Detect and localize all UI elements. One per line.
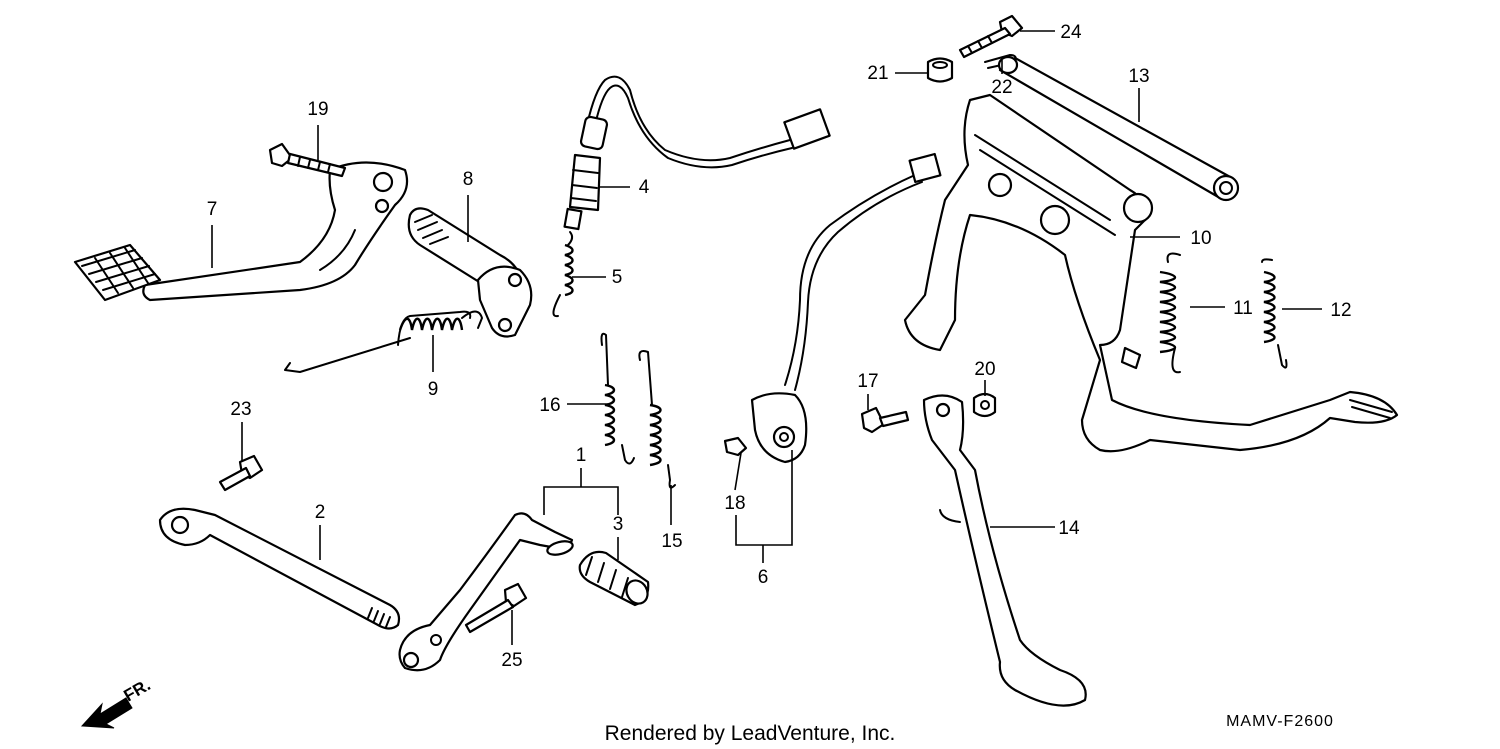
callout-15: 15 — [661, 531, 682, 552]
callout-5: 5 — [612, 267, 623, 288]
callout-13: 13 — [1128, 66, 1149, 87]
callout-7: 7 — [207, 199, 218, 220]
spring-12 — [1261, 258, 1288, 369]
sidestand-switch — [723, 152, 942, 464]
callout-20: 20 — [974, 359, 995, 380]
bolt-25 — [464, 582, 528, 634]
return-spring-9 — [284, 310, 483, 373]
front-direction-arrow: FR. — [80, 675, 154, 729]
shift-lever — [398, 512, 574, 672]
bolt-17 — [860, 406, 910, 434]
callout-9: 9 — [428, 379, 439, 400]
brake-shaft — [407, 207, 533, 338]
spring-16 — [600, 332, 635, 465]
diagram-code: MAMV-F2600 — [1226, 713, 1334, 730]
main-stand — [903, 93, 1399, 453]
callout-10: 10 — [1190, 228, 1211, 249]
callout-6: 6 — [758, 567, 769, 588]
callout-12: 12 — [1330, 300, 1351, 321]
callout-1: 1 — [576, 445, 587, 466]
callout-14: 14 — [1058, 518, 1080, 539]
callout-16: 16 — [539, 395, 560, 416]
callout-4: 4 — [639, 177, 650, 198]
callout-23: 23 — [230, 399, 251, 420]
callout-21: 21 — [867, 63, 888, 84]
callout-18: 18 — [724, 493, 745, 514]
callout-2: 2 — [315, 502, 326, 523]
bolt-23 — [218, 454, 264, 492]
callout-17: 17 — [857, 371, 878, 392]
bolt-19 — [268, 142, 347, 178]
side-stand — [922, 394, 1087, 707]
brake-switch — [563, 75, 831, 231]
spring-11 — [1159, 252, 1181, 374]
callout-24: 24 — [1060, 22, 1082, 43]
spring-15 — [638, 350, 676, 489]
leader-lines — [211, 30, 1322, 645]
nut-21 — [926, 57, 954, 83]
callout-11: 11 — [1233, 298, 1253, 319]
nut-20 — [972, 392, 997, 418]
footer-credit: Rendered by LeadVenture, Inc. — [605, 722, 896, 745]
shift-shaft — [158, 507, 401, 630]
callout-19: 19 — [307, 99, 328, 120]
callout-labels: 19 7 8 4 5 9 23 16 15 2 1 3 25 18 6 17 2… — [207, 22, 1352, 671]
callout-8: 8 — [463, 169, 474, 190]
bolt-24 — [958, 14, 1024, 59]
switch-spring-5 — [552, 231, 574, 318]
shift-rubber-3 — [578, 550, 650, 607]
callout-22: 22 — [991, 77, 1012, 98]
callout-25: 25 — [501, 650, 522, 671]
pivot-pipe-13 — [997, 55, 1240, 202]
brake-pedal — [73, 161, 409, 302]
callout-3: 3 — [613, 514, 624, 535]
